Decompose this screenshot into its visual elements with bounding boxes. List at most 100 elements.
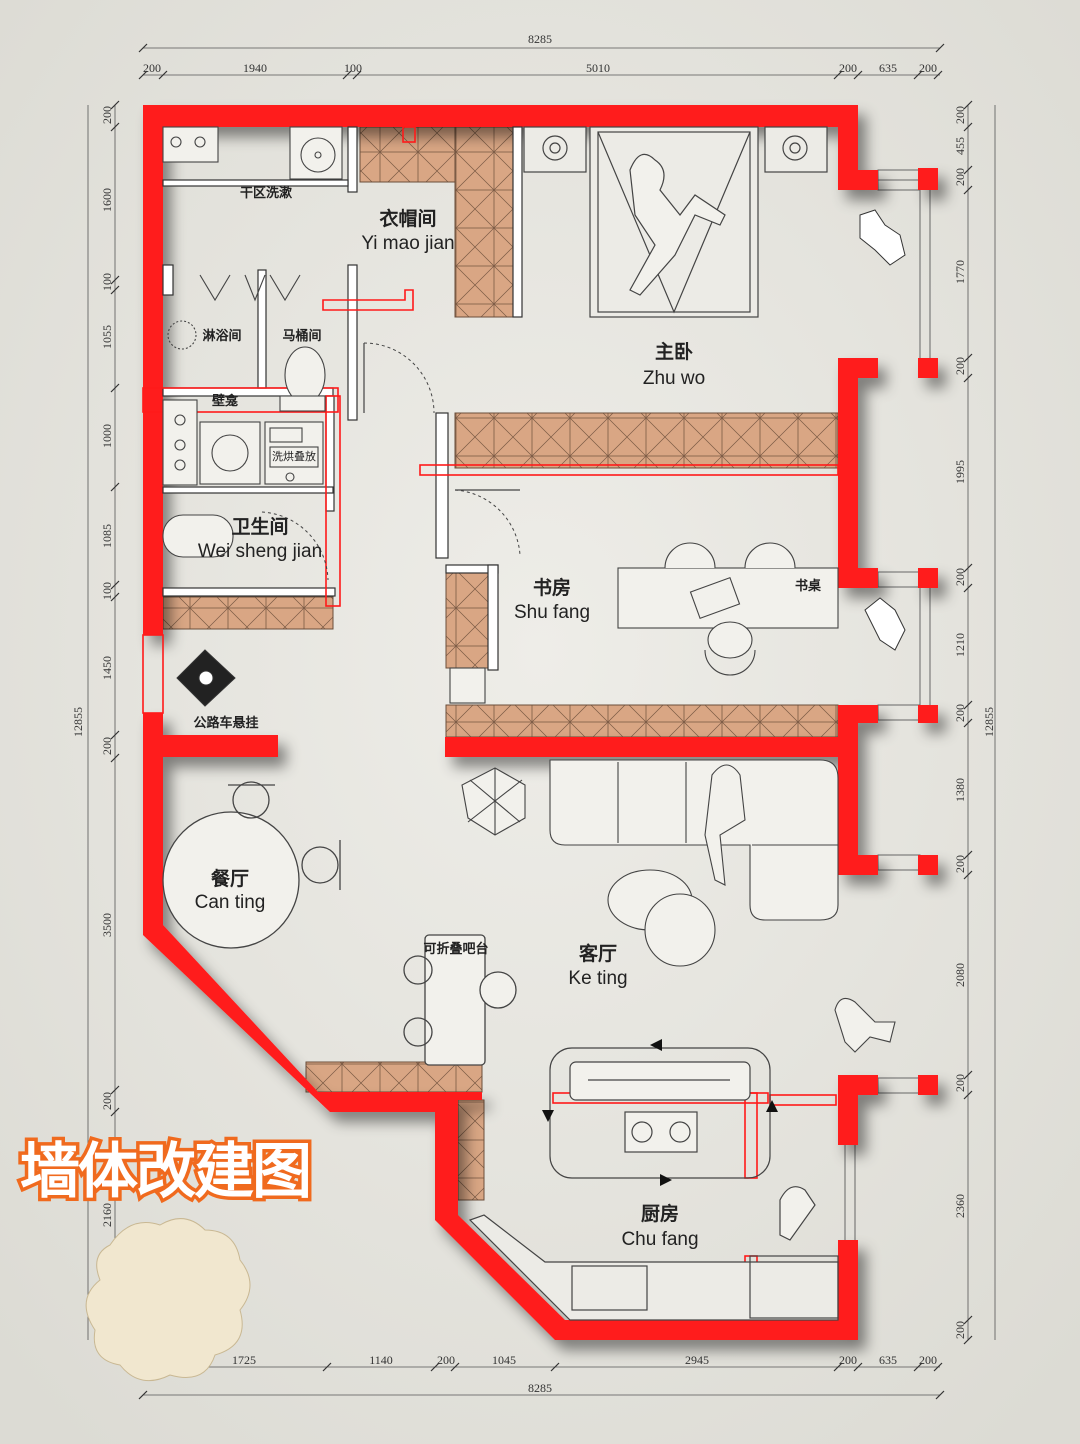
dimension-tick: [110, 580, 120, 590]
folding-bar-label: 可折叠吧台: [423, 941, 488, 957]
niche-label: 壁龛: [212, 393, 239, 409]
room-name-study: 书房: [533, 576, 571, 599]
left-dim: 200: [100, 106, 114, 124]
dimension-tick: [963, 353, 973, 363]
top-dim: 5010: [586, 61, 610, 75]
dining-furniture: [162, 781, 517, 1066]
dimension-tick: [833, 70, 843, 80]
room-name-bathroom: 卫生间: [231, 515, 288, 538]
left-dim: 1055: [100, 325, 114, 349]
top-dim: 200: [919, 61, 937, 75]
dimension-tick: [963, 563, 973, 573]
right-dim: 200: [953, 1074, 967, 1092]
dimension-tick: [963, 583, 973, 593]
kitchen-tall-cabinet: [457, 1099, 485, 1201]
dimension-tick: [963, 718, 973, 728]
exterior-walls: [143, 105, 938, 1340]
study-cabinet-left: [445, 572, 489, 669]
dimension-tick: [110, 275, 120, 285]
right-dim: 1995: [953, 460, 967, 484]
dimension-tick: [322, 1362, 332, 1372]
right-dim: 200: [953, 568, 967, 586]
bottom-dim: 1045: [492, 1353, 516, 1367]
dimension-tick: [110, 100, 120, 110]
left-dim: 100: [100, 273, 114, 291]
bathroom-fixtures: [162, 126, 343, 558]
bike-hanger-label: 公路车悬挂: [193, 715, 258, 731]
bottom-total-dim: 8285: [528, 1381, 552, 1395]
room-name-living: 客厅: [579, 942, 617, 965]
dimension-tick: [550, 1362, 560, 1372]
bottom-dim: 2945: [685, 1353, 709, 1367]
room-name-kitchen: 厨房: [641, 1202, 679, 1225]
interior-walls: [162, 126, 523, 671]
left-dim: 1085: [100, 524, 114, 548]
dimension-tick: [110, 122, 120, 132]
bottom-dim: 200: [919, 1353, 937, 1367]
kitchen-furniture: [468, 1047, 839, 1321]
right-dim: 200: [953, 357, 967, 375]
right-total-dim: 12855: [982, 707, 996, 737]
right-dim: 1380: [953, 778, 967, 802]
left-dim: 2160: [100, 1203, 114, 1227]
dimension-tick: [963, 700, 973, 710]
left-dimensions: 12855 200 1600 100 1055 1000 1085 100 14…: [71, 106, 114, 1227]
dimension-tick: [110, 730, 120, 740]
top-total-dim: 8285: [528, 32, 552, 46]
room-pinyin-study: Shu fang: [514, 602, 590, 623]
dimension-tick: [853, 70, 863, 80]
dimension-tick: [110, 482, 120, 492]
dimension-tick: [110, 592, 120, 602]
bed: [523, 126, 828, 318]
left-dim: 1000: [100, 424, 114, 448]
dimension-tick: [110, 753, 120, 763]
right-dimensions: 12855 200 455 200 1770 200 1995 200 1210…: [953, 106, 996, 1339]
right-dim: 200: [953, 855, 967, 873]
dimension-tick: [935, 1390, 945, 1400]
dimension-tick: [963, 165, 973, 175]
dimension-tick: [963, 122, 973, 132]
fixture-labels: 干区洗漱 淋浴间 马桶间 壁龛 洗烘叠放 书桌 公路车悬挂 可折叠吧台: [193, 185, 822, 957]
left-total-dim: 12855: [71, 707, 85, 737]
right-dim: 200: [953, 168, 967, 186]
left-dim: 100: [100, 582, 114, 600]
dining-cabinet: [305, 1061, 483, 1093]
right-dim: 1210: [953, 633, 967, 657]
door-leaves: [363, 343, 520, 491]
bath-cabinet: [162, 596, 334, 630]
left-dim: 1450: [100, 656, 114, 680]
doors: [261, 342, 521, 581]
left-dim: 1600: [100, 188, 114, 212]
washer-dryer-label: 洗烘叠放: [272, 449, 316, 463]
right-dim: 1770: [953, 260, 967, 284]
dimension-lines: [87, 47, 996, 1396]
dimension-tick: [138, 43, 148, 53]
dimension-tick: [158, 70, 168, 80]
dimension-tick: [138, 1390, 148, 1400]
left-dim: 3500: [100, 913, 114, 937]
dimension-tick: [853, 1362, 863, 1372]
study-furniture: [449, 542, 839, 704]
dimension-tick: [833, 1362, 843, 1372]
dimension-tick: [450, 1362, 460, 1372]
page-title: 墙体改建图: [20, 1137, 310, 1207]
bedroom-cabinet: [454, 412, 839, 469]
top-dim: 200: [839, 61, 857, 75]
dimension-tick: [963, 1315, 973, 1325]
dimension-tick: [110, 1085, 120, 1095]
toilet-label: 马桶间: [282, 328, 321, 344]
cabinets: [162, 126, 839, 1201]
paper-texture-decor: [85, 1218, 251, 1382]
dry-wash-label: 干区洗漱: [240, 185, 293, 201]
bottom-dim: 1140: [369, 1353, 393, 1367]
room-pinyin-master-bedroom: Zhu wo: [643, 368, 705, 389]
dimension-tick: [933, 1362, 943, 1372]
dimension-tick: [352, 70, 362, 80]
room-name-dining: 餐厅: [211, 867, 249, 890]
dimension-tick: [138, 70, 148, 80]
study-cabinet-bottom: [445, 704, 839, 738]
top-dim: 635: [879, 61, 897, 75]
dimension-tick: [913, 1362, 923, 1372]
room-pinyin-kitchen: Chu fang: [621, 1229, 698, 1250]
dimension-tick: [963, 870, 973, 880]
